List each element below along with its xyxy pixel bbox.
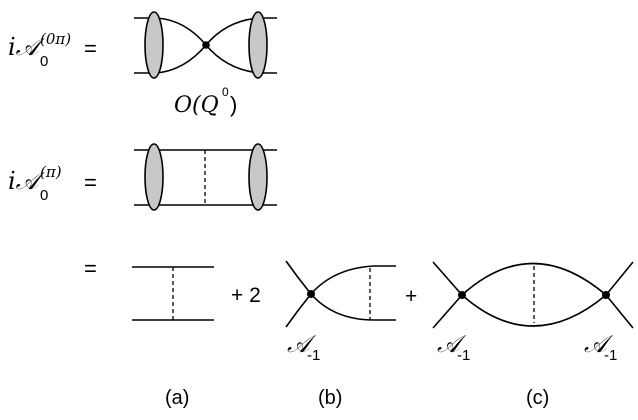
caption-c: (c)	[526, 387, 549, 409]
caption-b: (b)	[318, 387, 342, 409]
svg-text:-1: -1	[307, 347, 320, 364]
lhs-amplitude-0pi: i𝒜 0 (0π)	[8, 30, 71, 70]
right-vertex-dot	[602, 291, 610, 299]
diagram-one-pion-exchange-dressed	[134, 143, 277, 211]
vertex-label-c-right: 𝒜 -1	[584, 330, 617, 364]
diagram-b-vertex-plus-pion	[285, 260, 396, 328]
equals-sign-row2: =	[84, 170, 97, 195]
svg-text:0: 0	[222, 85, 229, 99]
vertex-label-c-left: 𝒜 -1	[437, 330, 470, 364]
right-blob	[248, 143, 268, 211]
svg-text:-1: -1	[604, 347, 617, 364]
svg-text:0: 0	[40, 187, 48, 204]
equals-sign-row1: =	[84, 36, 97, 61]
lhs-amplitude-pi: i𝒜 0 (π)	[8, 163, 62, 204]
svg-text:-1: -1	[457, 347, 470, 364]
vertex-label-b: 𝒜 -1	[287, 330, 320, 364]
svg-text:(0π): (0π)	[40, 30, 71, 48]
svg-text:0: 0	[40, 53, 48, 70]
vertex-dot	[307, 290, 315, 298]
diagram-a-tree-pion-exchange	[132, 266, 214, 321]
order-label: O(Q 0 )	[174, 85, 237, 118]
caption-a: (a)	[165, 387, 189, 409]
left-blob	[144, 143, 164, 211]
svg-text:): )	[230, 92, 237, 117]
left-blob	[144, 11, 164, 79]
diagram-c-two-vertex-loop	[432, 261, 634, 329]
diagram-contact-vertex	[134, 11, 277, 79]
equals-sign-row3: =	[84, 256, 97, 281]
svg-text:(π): (π)	[40, 163, 62, 181]
left-vertex-dot	[458, 291, 466, 299]
contact-vertex-dot	[202, 41, 210, 49]
right-blob	[248, 11, 268, 79]
plus-two-sign: + 2	[231, 284, 261, 307]
svg-text:O(Q: O(Q	[174, 93, 219, 118]
plus-sign: +	[405, 285, 417, 308]
